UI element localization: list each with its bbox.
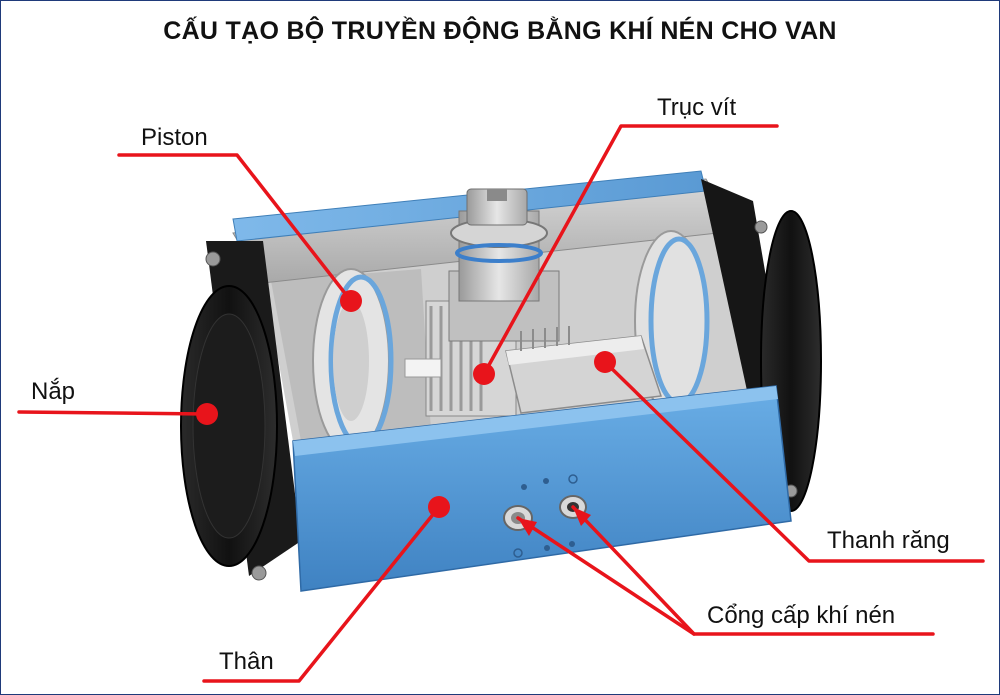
callout-line-truc-vit	[482, 124, 779, 376]
markers	[196, 290, 616, 518]
left-end-cap	[180, 241, 301, 581]
arrowhead-port-2	[573, 507, 591, 526]
pinion-shaft	[404, 188, 560, 417]
label-truc-vit: Trục vít	[657, 94, 737, 121]
page-title: CẤU TẠO BỘ TRUYỀN ĐỘNG BẰNG KHÍ NÉN CHO …	[163, 17, 837, 45]
label-thanh-rang: Thanh răng	[827, 527, 950, 554]
port-arrowheads	[518, 507, 591, 536]
marker-truc-vit	[473, 363, 495, 385]
marker-nap	[196, 403, 218, 425]
marker-than	[428, 496, 450, 518]
label-piston: Piston	[141, 124, 208, 151]
label-nap: Nắp	[31, 378, 76, 405]
callout-line-nap	[17, 410, 209, 416]
label-than: Thân	[219, 648, 274, 675]
callout-line-thanh-rang	[603, 360, 985, 563]
marker-piston	[340, 290, 362, 312]
callout-line-cong-cap-2	[571, 505, 696, 636]
callout-line-than	[202, 505, 441, 683]
rack-bar	[505, 326, 663, 414]
front-body	[292, 385, 792, 592]
marker-thanh-rang	[594, 351, 616, 373]
callout-line-piston	[117, 153, 353, 303]
label-cong-cap-khi-nen: Cổng cấp khí nén	[707, 602, 896, 629]
arrowhead-port-1	[518, 518, 537, 536]
